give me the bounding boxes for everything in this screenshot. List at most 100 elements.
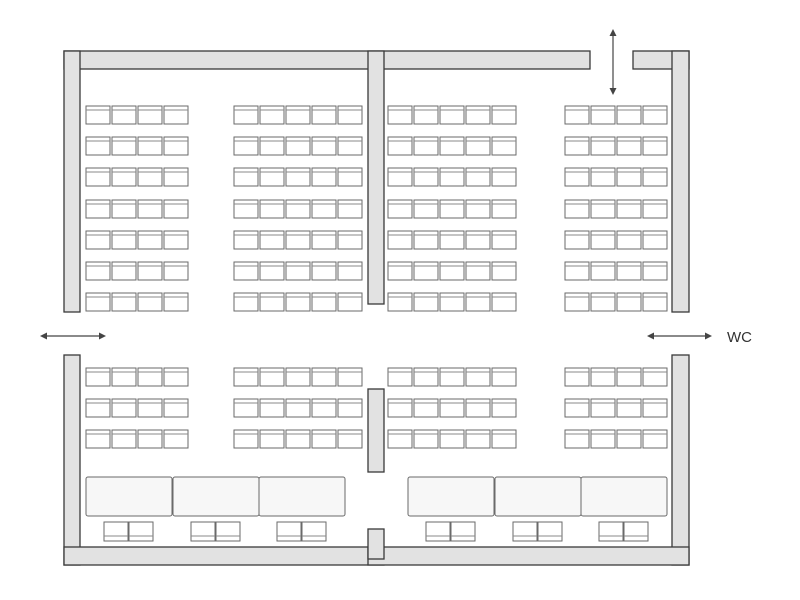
seat (590, 136, 616, 156)
seat (564, 199, 590, 219)
table (580, 476, 668, 517)
seat (616, 167, 642, 187)
seat (616, 199, 642, 219)
seat (387, 105, 413, 125)
seat (233, 136, 259, 156)
seat (233, 429, 259, 449)
seat (311, 230, 337, 250)
seat (413, 136, 439, 156)
seat (111, 199, 137, 219)
wc-label: WC (727, 329, 752, 346)
seat (137, 429, 163, 449)
seat (259, 367, 285, 387)
seat (491, 105, 517, 125)
chair (190, 521, 216, 542)
seat (285, 167, 311, 187)
seat (85, 230, 111, 250)
seat (491, 429, 517, 449)
seat (111, 261, 137, 281)
seat (465, 429, 491, 449)
seat (259, 398, 285, 418)
seat (642, 105, 668, 125)
seat (590, 429, 616, 449)
seat (311, 292, 337, 312)
seat (137, 105, 163, 125)
seat (337, 429, 363, 449)
seat (259, 199, 285, 219)
seat (564, 292, 590, 312)
seat (590, 367, 616, 387)
seat (85, 105, 111, 125)
seat (387, 292, 413, 312)
seat (564, 136, 590, 156)
seat (137, 167, 163, 187)
seat (137, 367, 163, 387)
seat (163, 167, 189, 187)
seat (259, 105, 285, 125)
seat (491, 199, 517, 219)
seat (111, 230, 137, 250)
seat (465, 261, 491, 281)
seat (439, 105, 465, 125)
seat (590, 167, 616, 187)
top-wall-left (63, 50, 591, 70)
seat (85, 167, 111, 187)
seat (439, 167, 465, 187)
seat (337, 167, 363, 187)
chair (537, 521, 563, 542)
seat (387, 261, 413, 281)
seat (163, 261, 189, 281)
seat (233, 398, 259, 418)
bottom-wall-left (63, 546, 385, 566)
seat (85, 292, 111, 312)
seat (616, 105, 642, 125)
seat (465, 105, 491, 125)
left-wall-lower (63, 354, 81, 566)
seat (163, 292, 189, 312)
chair (425, 521, 451, 542)
seat (111, 398, 137, 418)
seat (233, 367, 259, 387)
left-wall-upper (63, 50, 81, 313)
seating-area (85, 105, 668, 449)
seat (616, 398, 642, 418)
seat (311, 167, 337, 187)
seat (413, 230, 439, 250)
seat (233, 167, 259, 187)
seat (85, 136, 111, 156)
seat (465, 230, 491, 250)
seat (163, 429, 189, 449)
table (258, 476, 346, 517)
seat (564, 167, 590, 187)
seat (311, 199, 337, 219)
doorway-arrows (40, 29, 712, 340)
seat (465, 398, 491, 418)
chair (103, 521, 129, 542)
seat (564, 261, 590, 281)
walls (63, 50, 690, 566)
table (494, 476, 582, 517)
seat (439, 261, 465, 281)
seat (85, 261, 111, 281)
seat (137, 261, 163, 281)
seat (465, 167, 491, 187)
seat (85, 398, 111, 418)
center-pillar-lower (367, 388, 385, 473)
seat (413, 429, 439, 449)
seat (337, 230, 363, 250)
seat (413, 398, 439, 418)
seat (387, 136, 413, 156)
seat (259, 136, 285, 156)
wc-doorway-arrow (647, 332, 712, 340)
bottom-wall-right (367, 546, 690, 566)
seat (311, 429, 337, 449)
seat (616, 292, 642, 312)
seat (439, 398, 465, 418)
seat (564, 367, 590, 387)
seat (111, 292, 137, 312)
chair (598, 521, 624, 542)
chair (450, 521, 476, 542)
chair (215, 521, 241, 542)
seat (642, 261, 668, 281)
